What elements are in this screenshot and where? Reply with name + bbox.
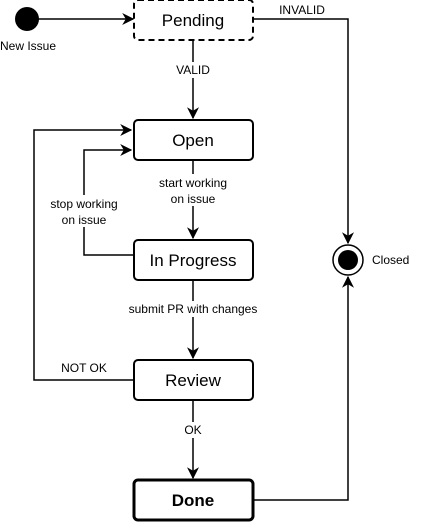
ok-label-bg (180, 422, 206, 438)
closed-node-inner (338, 250, 358, 270)
in-progress-node[interactable] (133, 239, 254, 281)
review-node[interactable] (133, 359, 254, 401)
start-working-label-2: on issue (171, 192, 216, 206)
done-node[interactable] (132, 478, 255, 522)
invalid-label-bg (272, 2, 332, 18)
pending-label: Pending (162, 11, 224, 30)
submit-pr-label: submit PR with changes (129, 302, 258, 316)
edge-pending-closed (253, 18, 354, 245)
in-progress-label: In Progress (150, 251, 237, 270)
submit-pr-label-bg (116, 301, 270, 317)
not-ok-label: NOT OK (61, 361, 107, 375)
ok-label: OK (184, 423, 201, 437)
open-label: Open (172, 131, 214, 150)
pending-node[interactable] (133, 0, 254, 41)
done-label: Done (172, 491, 215, 510)
edge-review-open (33, 124, 133, 381)
closed-label: Closed (372, 253, 409, 267)
new-issue-label: New Issue (0, 39, 56, 53)
start-working-label-1: start working (159, 176, 227, 190)
start-working-label-bg (150, 174, 236, 206)
invalid-label: INVALID (279, 3, 325, 17)
stop-working-label-1: stop working (50, 197, 117, 211)
review-label: Review (165, 371, 221, 390)
start-node (15, 7, 39, 31)
edge-done-closed (253, 275, 354, 501)
stop-working-label-bg (40, 195, 128, 227)
valid-label: VALID (176, 63, 210, 77)
open-node[interactable] (133, 119, 254, 161)
valid-label-bg (170, 62, 216, 78)
stop-working-label-2: on issue (62, 213, 107, 227)
